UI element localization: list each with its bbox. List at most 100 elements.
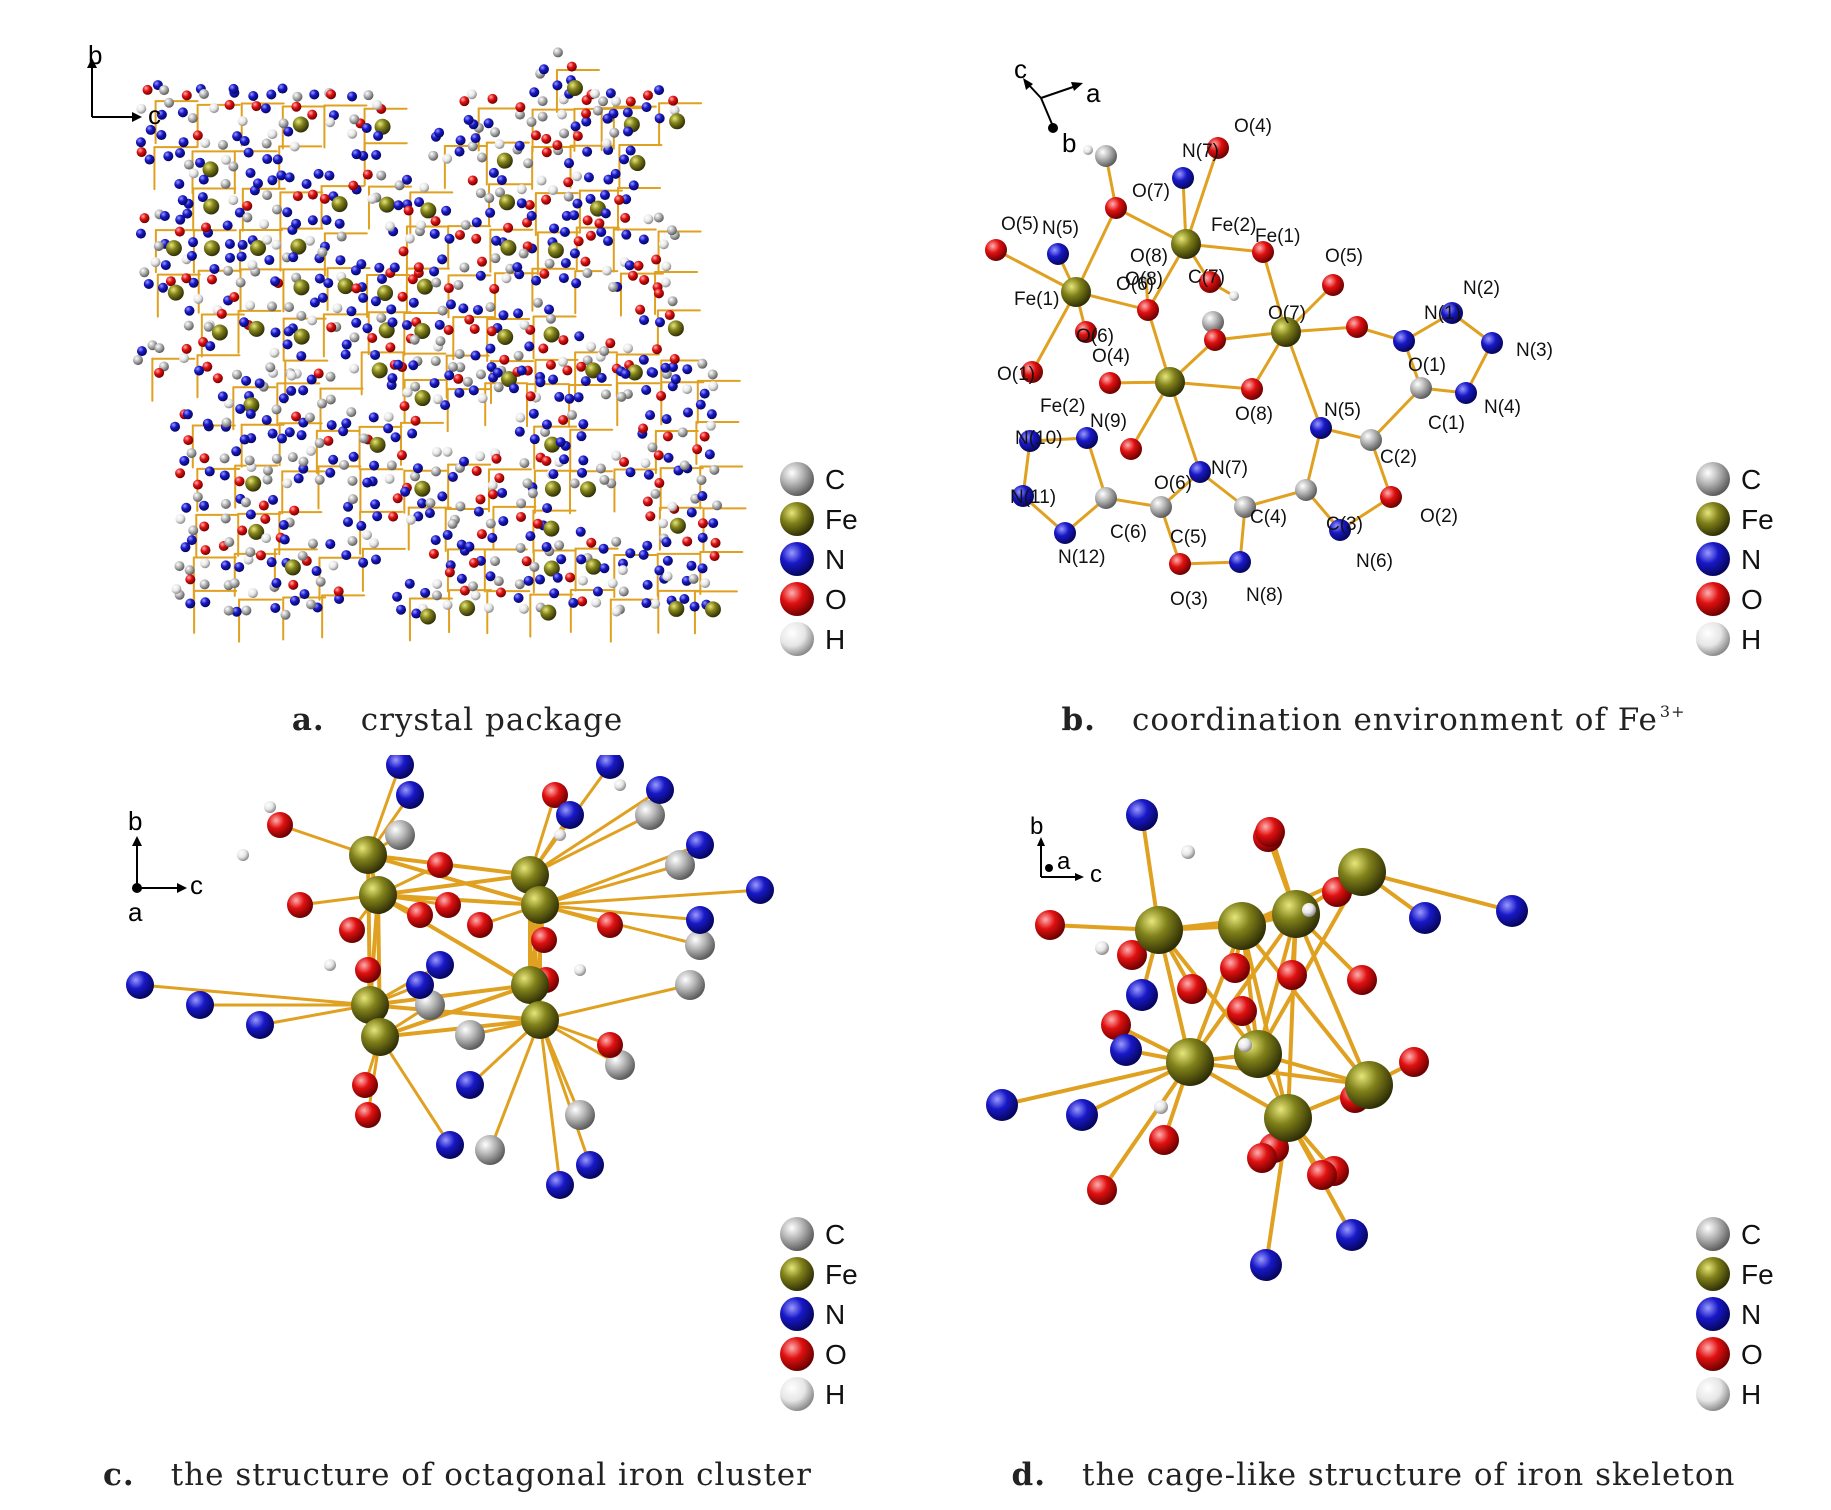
- bond: [368, 983, 532, 1007]
- atom-label: N(3): [1516, 340, 1553, 361]
- legend-label: O: [825, 584, 847, 615]
- nitrogen-atom: [194, 365, 205, 376]
- hydrogen-atom: [1229, 291, 1239, 301]
- bond: [538, 903, 702, 922]
- hydrogen-atom: [304, 235, 315, 246]
- nitrogen-atom: [483, 118, 494, 129]
- carbon-atom: [635, 800, 665, 830]
- nitrogen-atom: [412, 463, 423, 474]
- carbon-atom: [220, 498, 231, 509]
- carbon-atom: [221, 417, 232, 428]
- oxygen-atom: [407, 902, 433, 928]
- oxygen-atom: [1199, 271, 1221, 293]
- nitrogen-atom: [374, 262, 385, 273]
- oxygen-atom: [362, 169, 373, 180]
- oxygen-atom: [580, 256, 591, 267]
- oxygen-atom: [516, 511, 527, 522]
- nitrogen-atom: [392, 591, 403, 602]
- nitrogen-atom: [239, 434, 250, 445]
- carbon-atom: [447, 361, 458, 372]
- nitrogen-atom: [523, 575, 534, 586]
- oxygen-atom: [185, 574, 196, 585]
- iron-atom: [331, 196, 348, 213]
- nitrogen-atom: [314, 273, 325, 284]
- nitrogen-atom: [1019, 430, 1041, 452]
- nitrogen-atom: [576, 554, 587, 565]
- nitrogen-atom: [283, 326, 294, 337]
- legend-label: H: [825, 624, 846, 655]
- nitrogen-atom: [560, 258, 571, 269]
- hydrogen-atom: [432, 578, 443, 589]
- oxygen-atom: [398, 246, 409, 257]
- carbon-atom: [476, 152, 487, 163]
- nitrogen-atom: [186, 535, 197, 546]
- oxygen-atom: [407, 274, 418, 285]
- oxygen-atom: [566, 61, 577, 72]
- oxygen-atom: [468, 557, 479, 568]
- carbon-atom: [298, 456, 309, 467]
- nitrogen-atom: [468, 385, 479, 396]
- nitrogen-atom: [1336, 1219, 1368, 1251]
- iron-atom: [667, 320, 684, 337]
- axis-label-c: c: [190, 870, 203, 900]
- carbon-atom: [284, 302, 295, 313]
- nitrogen-atom: [198, 174, 209, 185]
- hydrogen-atom: [324, 959, 336, 971]
- nitrogen-atom: [323, 278, 334, 289]
- carbon-atom: [516, 498, 527, 509]
- legend-label: C: [1741, 464, 1762, 495]
- nitrogen-atom: [986, 1089, 1018, 1121]
- nitrogen-atom: [245, 409, 256, 420]
- carbon-atom: [595, 463, 606, 474]
- nitrogen-atom: [600, 208, 611, 219]
- hydrogen-atom: [658, 239, 669, 250]
- hydrogen-atom: [682, 384, 693, 395]
- nitrogen-atom: [624, 260, 635, 271]
- carbon-atom: [667, 296, 678, 307]
- hydrogen-atom: [617, 565, 628, 576]
- bond: [1168, 380, 1202, 474]
- nitrogen-atom: [252, 178, 263, 189]
- oxygen-atom: [581, 108, 592, 119]
- carbon-atom: [514, 109, 525, 120]
- carbon-atom: [666, 225, 677, 236]
- oxygen-atom: [202, 361, 213, 372]
- legend-swatch: [780, 582, 814, 616]
- carbon-atom: [490, 127, 501, 138]
- oxygen-atom: [181, 343, 192, 354]
- iron-atom: [248, 523, 265, 540]
- oxygen-atom: [1380, 486, 1402, 508]
- crystal-package-structure: [132, 47, 747, 643]
- atom-label: N(9): [1090, 411, 1127, 432]
- atom-label: N(4): [1484, 397, 1521, 418]
- nitrogen-atom: [643, 469, 654, 480]
- carbon-atom: [544, 258, 555, 269]
- oxygen-atom: [668, 95, 679, 106]
- nitrogen-atom: [496, 175, 507, 186]
- oxygen-atom: [985, 239, 1007, 261]
- nitrogen-atom: [706, 409, 717, 420]
- hydrogen-atom: [188, 168, 199, 179]
- nitrogen-atom: [655, 317, 666, 328]
- carbon-atom: [347, 535, 358, 546]
- nitrogen-atom: [407, 428, 418, 439]
- oxygen-atom: [183, 435, 194, 446]
- nitrogen-atom: [1409, 902, 1441, 934]
- carbon-atom: [462, 376, 473, 387]
- nitrogen-atom: [686, 831, 714, 859]
- nitrogen-atom: [1310, 417, 1332, 439]
- atom-label: O(5): [1325, 246, 1363, 267]
- carbon-atom: [347, 475, 358, 486]
- carbon-atom: [582, 355, 593, 366]
- carbon-atom: [154, 343, 165, 354]
- nitrogen-atom: [1496, 895, 1528, 927]
- oxygen-atom: [323, 435, 334, 446]
- bond: [366, 853, 542, 907]
- nitrogen-atom: [396, 604, 407, 615]
- nitrogen-atom: [1481, 332, 1503, 354]
- oxygen-atom: [165, 276, 176, 287]
- oxygen-atom: [471, 233, 482, 244]
- oxygen-atom: [477, 256, 488, 267]
